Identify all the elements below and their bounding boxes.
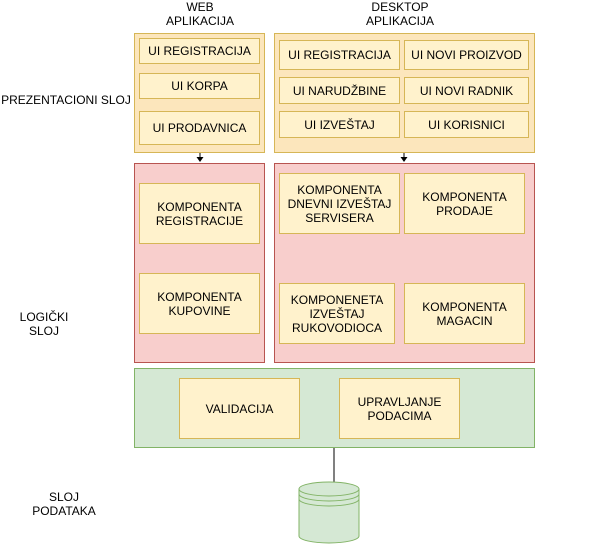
komponenta-kupovine: KOMPONENTA KUPOVINE xyxy=(139,273,260,334)
desktop-ui-izvestaj: UI IZVEŠTAJ xyxy=(279,111,400,138)
komponenta-magacin: KOMPONENTA MAGACIN xyxy=(404,283,525,344)
desktop-arrow-head xyxy=(400,157,408,162)
desktop-ui-novi-proizvod: UI NOVI PROIZVOD xyxy=(404,40,529,70)
komponenta-registracije: KOMPONENTA REGISTRACIJE xyxy=(139,183,260,244)
upravljanje-podacima-box: UPRAVLJANJE PODACIMA xyxy=(339,378,460,439)
web-app-header: WEB APLIKACIJA xyxy=(165,0,235,28)
komponenta-izvestaj-rukovodioca: KOMPONENETA IZVEŠTAJ RUKOVODIOCA xyxy=(279,283,395,344)
web-ui-registracija: UI REGISTRACIJA xyxy=(139,38,260,64)
desktop-ui-narudzbine: UI NARUDŽBINE xyxy=(279,77,400,104)
desktop-app-header: DESKTOP APLIKACIJA xyxy=(365,0,435,28)
data-layer-label: SLOJ PODATAKA xyxy=(32,490,96,518)
desktop-ui-novi-radnik: UI NOVI RADNIK xyxy=(404,77,529,104)
presentation-layer-label: PREZENTACIONI SLOJ xyxy=(1,93,131,107)
logic-layer-label: LOGIČKI SLOJ xyxy=(19,310,69,338)
web-arrow-head xyxy=(196,157,204,162)
komponenta-dnevni-izvestaj: KOMPONENTA DNEVNI IZVEŠTAJ SERVISERA xyxy=(279,173,400,234)
validacija-box: VALIDACIJA xyxy=(179,378,300,439)
desktop-ui-korisnici: UI KORISNICI xyxy=(404,111,529,138)
database-icon xyxy=(298,481,360,544)
web-ui-prodavnica: UI PRODAVNICA xyxy=(139,111,260,145)
desktop-ui-registracija: UI REGISTRACIJA xyxy=(279,40,400,70)
komponenta-prodaje: KOMPONENTA PRODAJE xyxy=(404,173,525,234)
web-ui-korpa: UI KORPA xyxy=(139,73,260,99)
